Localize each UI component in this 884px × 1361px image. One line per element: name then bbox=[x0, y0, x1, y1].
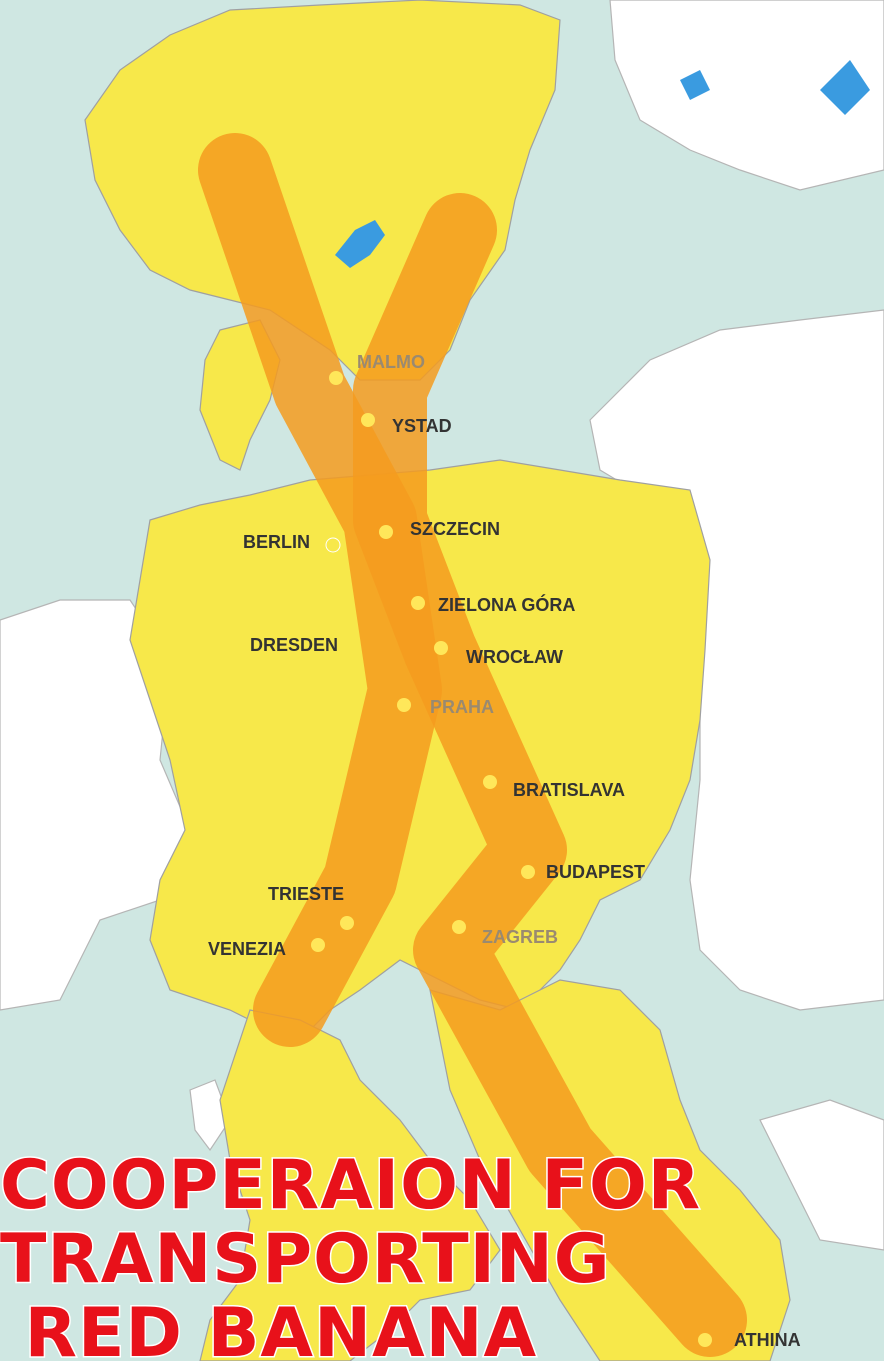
city-dot-budapest bbox=[521, 865, 535, 879]
lake-small-2 bbox=[820, 60, 870, 115]
city-dot-praha bbox=[397, 698, 411, 712]
city-dot-berlin bbox=[325, 537, 341, 553]
city-label-berlin: BERLIN bbox=[243, 532, 310, 552]
lake-small-1 bbox=[680, 70, 710, 100]
title-line-2: TRANSPORTING bbox=[0, 1220, 611, 1299]
city-dot-zagreb bbox=[452, 920, 466, 934]
city-label-ystad: YSTAD bbox=[392, 416, 452, 436]
city-label-bratislava: BRATISLAVA bbox=[513, 780, 625, 800]
city-dot-venezia bbox=[311, 938, 325, 952]
city-dot-athina bbox=[698, 1333, 712, 1347]
city-label-dresden: DRESDEN bbox=[250, 635, 338, 655]
corridor-east bbox=[353, 193, 747, 1357]
title-line-1: COOPERAION FOR bbox=[0, 1146, 701, 1225]
city-label-malmo: MALMO bbox=[357, 352, 425, 372]
city-label-praha: PRAHA bbox=[430, 697, 494, 717]
red-banana-corridors bbox=[198, 133, 747, 1357]
city-dot-ystad bbox=[361, 413, 375, 427]
city-label-venezia: VENEZIA bbox=[208, 939, 286, 959]
city-labels: MALMO YSTAD BERLIN SZCZECIN ZIELONA GÓRA… bbox=[208, 352, 801, 1350]
city-label-budapest: BUDAPEST bbox=[546, 862, 645, 882]
city-dot-malmo bbox=[329, 371, 343, 385]
lake bbox=[335, 220, 385, 268]
city-dot-bratislava bbox=[483, 775, 497, 789]
title-overlay: COOPERAION FOR TRANSPORTING RED BANANA bbox=[0, 1145, 702, 1361]
city-label-szczecin: SZCZECIN bbox=[410, 519, 500, 539]
city-dot-wroclaw bbox=[434, 641, 448, 655]
city-label-zagreb: ZAGREB bbox=[482, 927, 558, 947]
city-label-zielona-gora: ZIELONA GÓRA bbox=[438, 594, 575, 615]
city-label-trieste: TRIESTE bbox=[268, 884, 344, 904]
title-line-3: RED BANANA bbox=[0, 1294, 537, 1361]
city-label-athina: ATHINA bbox=[734, 1330, 801, 1350]
city-label-wroclaw: WROCŁAW bbox=[466, 647, 563, 667]
city-dot-trieste bbox=[340, 916, 354, 930]
city-dot-zielona-gora bbox=[411, 596, 425, 610]
city-dot-szczecin bbox=[379, 525, 393, 539]
city-dots bbox=[311, 371, 712, 1347]
